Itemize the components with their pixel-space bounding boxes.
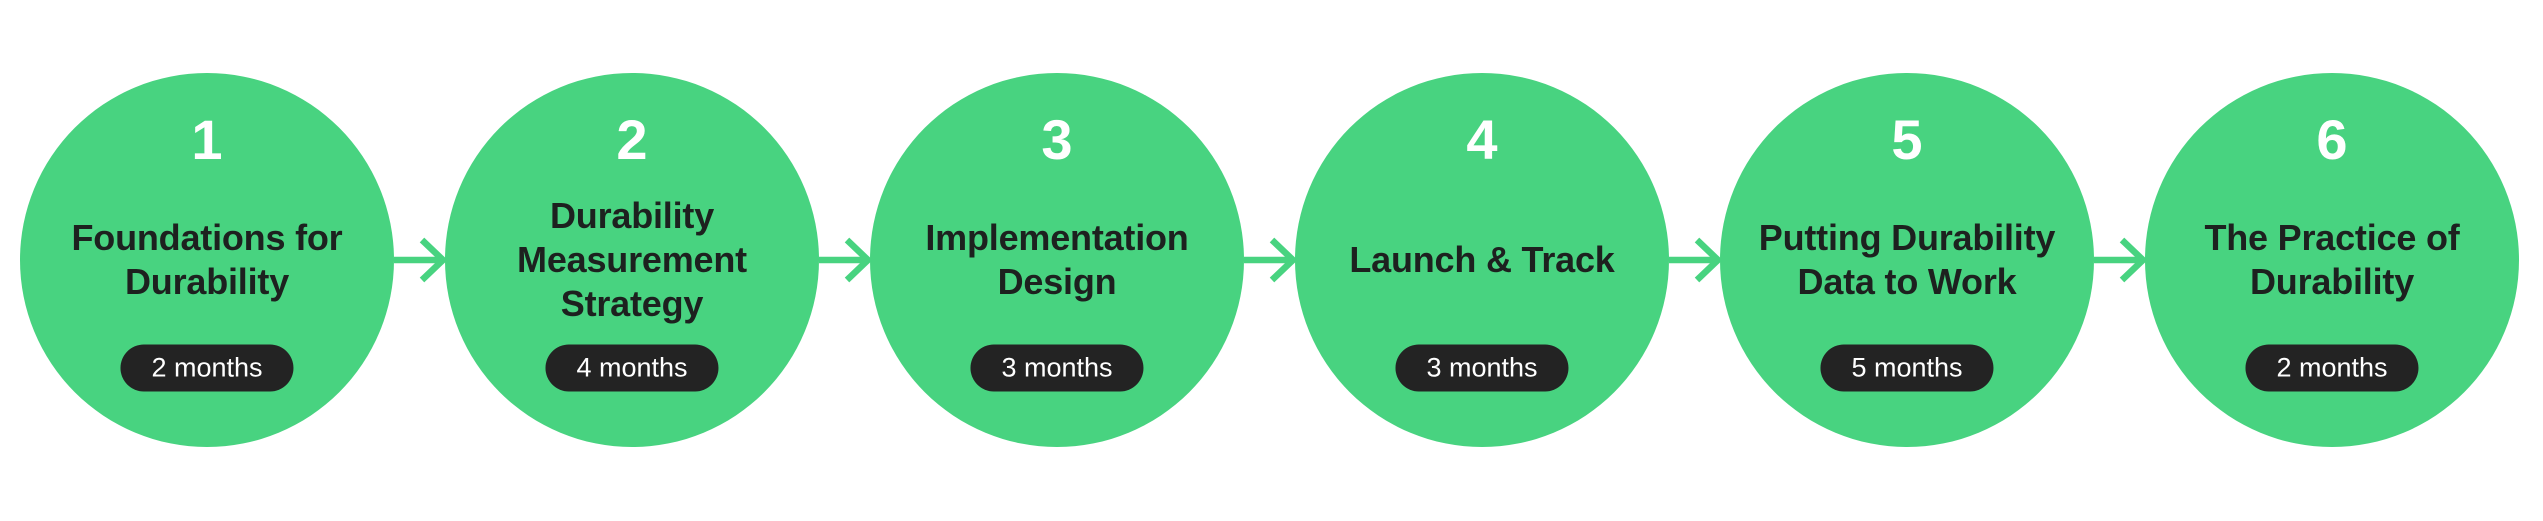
step-2-circle: 2 Durability Measurement Strategy 4 mont… bbox=[445, 73, 819, 447]
step-6-circle: 6 The Practice of Durability 2 months bbox=[2145, 73, 2519, 447]
step-4: 4 Launch & Track 3 months bbox=[1295, 73, 1669, 447]
step-number: 4 bbox=[1466, 108, 1498, 171]
step-1-circle: 1 Foundations for Durability 2 months bbox=[20, 73, 394, 447]
step-number: 5 bbox=[1891, 108, 1923, 171]
step-title-line: Foundations for bbox=[71, 217, 343, 258]
step-number: 6 bbox=[2316, 108, 2348, 171]
arrow-right-icon bbox=[2094, 237, 2146, 283]
step-title-line: Durability bbox=[124, 261, 290, 302]
arrow-right-icon bbox=[1244, 237, 1296, 283]
duration-badge: 3 months bbox=[970, 344, 1144, 392]
step-title-line: Strategy bbox=[560, 283, 704, 324]
step-title-line: Measurement bbox=[517, 239, 747, 280]
step-number: 2 bbox=[616, 108, 648, 171]
step-title: Implementation Design bbox=[892, 216, 1222, 304]
step-2: 2 Durability Measurement Strategy 4 mont… bbox=[445, 73, 819, 447]
step-number: 1 bbox=[191, 108, 223, 171]
step-title: Putting Durability Data to Work bbox=[1742, 216, 2072, 304]
step-5-circle: 5 Putting Durability Data to Work 5 mont… bbox=[1720, 73, 2094, 447]
step-title: Launch & Track bbox=[1317, 238, 1647, 282]
step-6: 6 The Practice of Durability 2 months bbox=[2145, 73, 2519, 447]
step-title: Durability Measurement Strategy bbox=[467, 194, 797, 326]
step-title-line: The Practice of bbox=[2204, 217, 2460, 258]
step-3-circle: 3 Implementation Design 3 months bbox=[870, 73, 1244, 447]
step-1: 1 Foundations for Durability 2 months bbox=[20, 73, 394, 447]
step-title-line: Durability bbox=[2249, 261, 2415, 302]
step-number: 3 bbox=[1041, 108, 1073, 171]
step-5: 5 Putting Durability Data to Work 5 mont… bbox=[1720, 73, 2094, 447]
step-title-line: Implementation bbox=[925, 217, 1189, 258]
duration-badge: 4 months bbox=[545, 344, 719, 392]
step-title: The Practice of Durability bbox=[2167, 216, 2497, 304]
duration-badge: 3 months bbox=[1395, 344, 1569, 392]
step-4-circle: 4 Launch & Track 3 months bbox=[1295, 73, 1669, 447]
arrow-right-icon bbox=[819, 237, 871, 283]
duration-badge: 5 months bbox=[1820, 344, 1994, 392]
step-title: Foundations for Durability bbox=[42, 216, 372, 304]
duration-badge: 2 months bbox=[2245, 344, 2419, 392]
step-title-line: Durability bbox=[549, 195, 715, 236]
duration-badge: 2 months bbox=[120, 344, 294, 392]
arrow-right-icon bbox=[1669, 237, 1721, 283]
step-title-line: Launch & Track bbox=[1349, 239, 1615, 280]
arrow-right-icon bbox=[394, 237, 446, 283]
step-title-line: Putting Durability bbox=[1758, 217, 2056, 258]
step-title-line: Design bbox=[997, 261, 1117, 302]
step-3: 3 Implementation Design 3 months bbox=[870, 73, 1244, 447]
step-title-line: Data to Work bbox=[1797, 261, 2017, 302]
